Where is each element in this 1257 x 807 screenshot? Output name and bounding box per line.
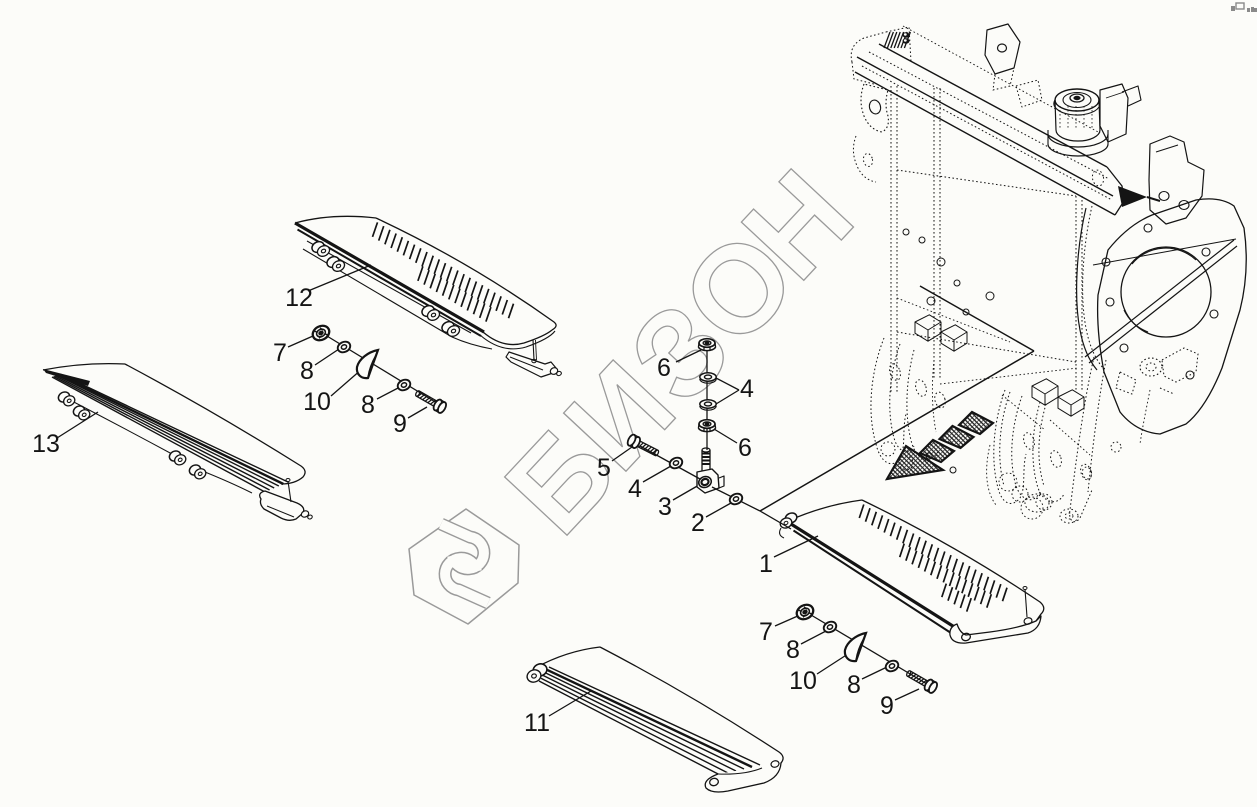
svg-text:8: 8 <box>300 357 314 385</box>
svg-text:13: 13 <box>32 430 60 458</box>
svg-text:7: 7 <box>273 339 287 367</box>
svg-text:6: 6 <box>657 354 671 382</box>
svg-text:4: 4 <box>740 375 754 403</box>
svg-text:6: 6 <box>738 434 752 462</box>
svg-text:9: 9 <box>880 692 894 720</box>
svg-text:9: 9 <box>393 410 407 438</box>
svg-text:10: 10 <box>303 388 331 416</box>
svg-text:3: 3 <box>658 493 672 521</box>
svg-text:10: 10 <box>789 667 817 695</box>
svg-text:12: 12 <box>285 284 313 312</box>
svg-text:7: 7 <box>759 618 773 646</box>
svg-text:11: 11 <box>524 709 550 737</box>
svg-text:1: 1 <box>759 550 773 578</box>
svg-text:5: 5 <box>597 454 611 482</box>
svg-text:8: 8 <box>361 391 375 419</box>
svg-text:4: 4 <box>628 475 642 503</box>
svg-text:8: 8 <box>847 671 861 699</box>
svg-text:2: 2 <box>691 509 705 537</box>
svg-text:8: 8 <box>786 636 800 664</box>
